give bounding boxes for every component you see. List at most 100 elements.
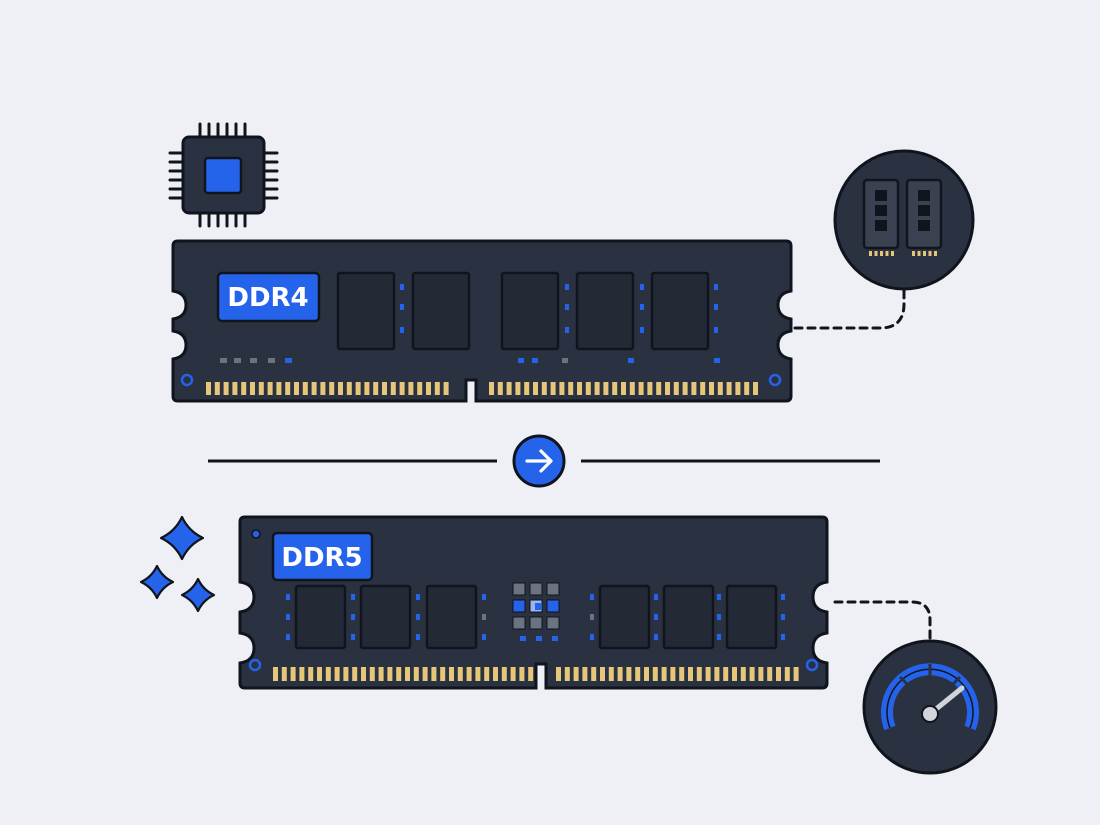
ddr4-pin [550, 382, 556, 395]
ram-slots-icon [833, 149, 975, 291]
ddr5-connector-line [833, 600, 932, 642]
ddr4-pin [267, 382, 273, 395]
ddr4-pin [258, 382, 264, 395]
ddr5-gold-contacts [273, 667, 799, 681]
ddr4-smd [714, 284, 718, 290]
ddr4-gold-contacts [206, 382, 758, 395]
ddr5-pin [387, 667, 393, 681]
ddr5-mount-hole-right [805, 658, 819, 672]
ddr5-smd [482, 594, 486, 600]
ddr4-pin [206, 382, 211, 395]
ddr5-chip [598, 584, 651, 650]
ddr5-chip [662, 584, 715, 650]
ram-stick-chip [875, 205, 887, 216]
ddr4-pin [443, 382, 449, 395]
ddr5-pin [369, 667, 375, 681]
ddr5-pin [299, 667, 305, 681]
ram-stick-pin [912, 251, 915, 256]
ddr5-pin [431, 667, 437, 681]
ddr4-smd-components [220, 284, 720, 363]
ddr5-module: DDR5 [238, 515, 829, 690]
ram-stick-chip [918, 205, 930, 216]
ddr5-pin [723, 667, 729, 681]
ddr5-pin [519, 667, 525, 681]
ddr4-smd [518, 358, 524, 363]
ddr4-smd [640, 327, 644, 333]
ddr5-smd [482, 614, 486, 620]
ddr5-smd [654, 594, 658, 600]
ddr5-pin [696, 667, 702, 681]
ddr5-smd [654, 634, 658, 640]
ddr5-pin [352, 667, 358, 681]
ddr5-pin [440, 667, 446, 681]
ddr4-pin [311, 382, 317, 395]
ddr5-pin [484, 667, 490, 681]
ddr4-pin [276, 382, 282, 395]
ddr5-smd [781, 594, 785, 600]
ddr5-smd-components [286, 594, 785, 640]
ddr5-pin [501, 667, 507, 681]
ddr5-label-badge [271, 531, 374, 582]
ddr4-mount-hole-right [768, 373, 782, 387]
ddr4-pin [232, 382, 238, 395]
ddr5-smd [416, 614, 420, 620]
ddr4-smd [220, 358, 227, 363]
ddr4-smd [562, 358, 568, 363]
ddr5-pin [582, 667, 588, 681]
ddr5-pin [564, 667, 570, 681]
ddr4-pin [612, 382, 618, 395]
ram-stick-chip [875, 220, 887, 231]
ddr5-pin [308, 667, 314, 681]
ddr5-chip [294, 584, 347, 650]
ddr4-pin [656, 382, 662, 395]
ddr5-pin [617, 667, 623, 681]
pmic-cell [512, 599, 526, 613]
ddr5-pin [273, 667, 278, 681]
ddr4-pin [338, 382, 343, 395]
ddr5-chip [359, 584, 412, 650]
ddr5-pin [688, 667, 693, 681]
ddr4-module: DDR4 [171, 239, 793, 403]
ddr5-smd [590, 634, 594, 640]
ddr5-pin [758, 667, 764, 681]
ddr5-pin [528, 667, 534, 681]
ddr5-pin [626, 667, 632, 681]
pmic-cell [512, 582, 526, 596]
ddr5-chip [725, 584, 778, 650]
ddr4-pin [417, 382, 423, 395]
ddr4-chip [650, 271, 710, 351]
ddr4-pin [709, 382, 714, 395]
ram-stick-graphic [862, 178, 943, 256]
ddr5-pin [608, 667, 614, 681]
ddr4-chip [411, 271, 471, 351]
ddr5-pin [334, 667, 340, 681]
ddr4-chip [500, 271, 560, 351]
ddr5-pin [679, 667, 685, 681]
ddr4-pin [373, 382, 379, 395]
ddr5-smd [781, 634, 785, 640]
ddr5-pin [449, 667, 454, 681]
ddr4-pin [285, 382, 291, 395]
ddr5-pin [510, 667, 516, 681]
ram-stick-pin [923, 251, 926, 256]
ddr4-pin [399, 382, 405, 395]
ddr4-smd [714, 358, 720, 363]
pmic-pad [536, 636, 542, 641]
ddr4-memory-chips [336, 271, 710, 351]
ddr4-pin [434, 382, 440, 395]
ddr4-pin [682, 382, 688, 395]
ddr4-smd [640, 284, 644, 290]
ddr4-pin [753, 382, 758, 395]
ddr4-pin [594, 382, 600, 395]
ddr5-pin [493, 667, 498, 681]
ddr4-pin [691, 382, 697, 395]
ddr5-pin [475, 667, 481, 681]
ddr5-pin [714, 667, 720, 681]
ddr4-pin [744, 382, 750, 395]
ddr5-pin [317, 667, 322, 681]
ram-stick-pin [885, 251, 889, 256]
ddr4-smd [250, 358, 257, 363]
ddr4-pin [515, 382, 521, 395]
ddr5-smd [351, 634, 355, 640]
ddr5-pin [361, 667, 366, 681]
